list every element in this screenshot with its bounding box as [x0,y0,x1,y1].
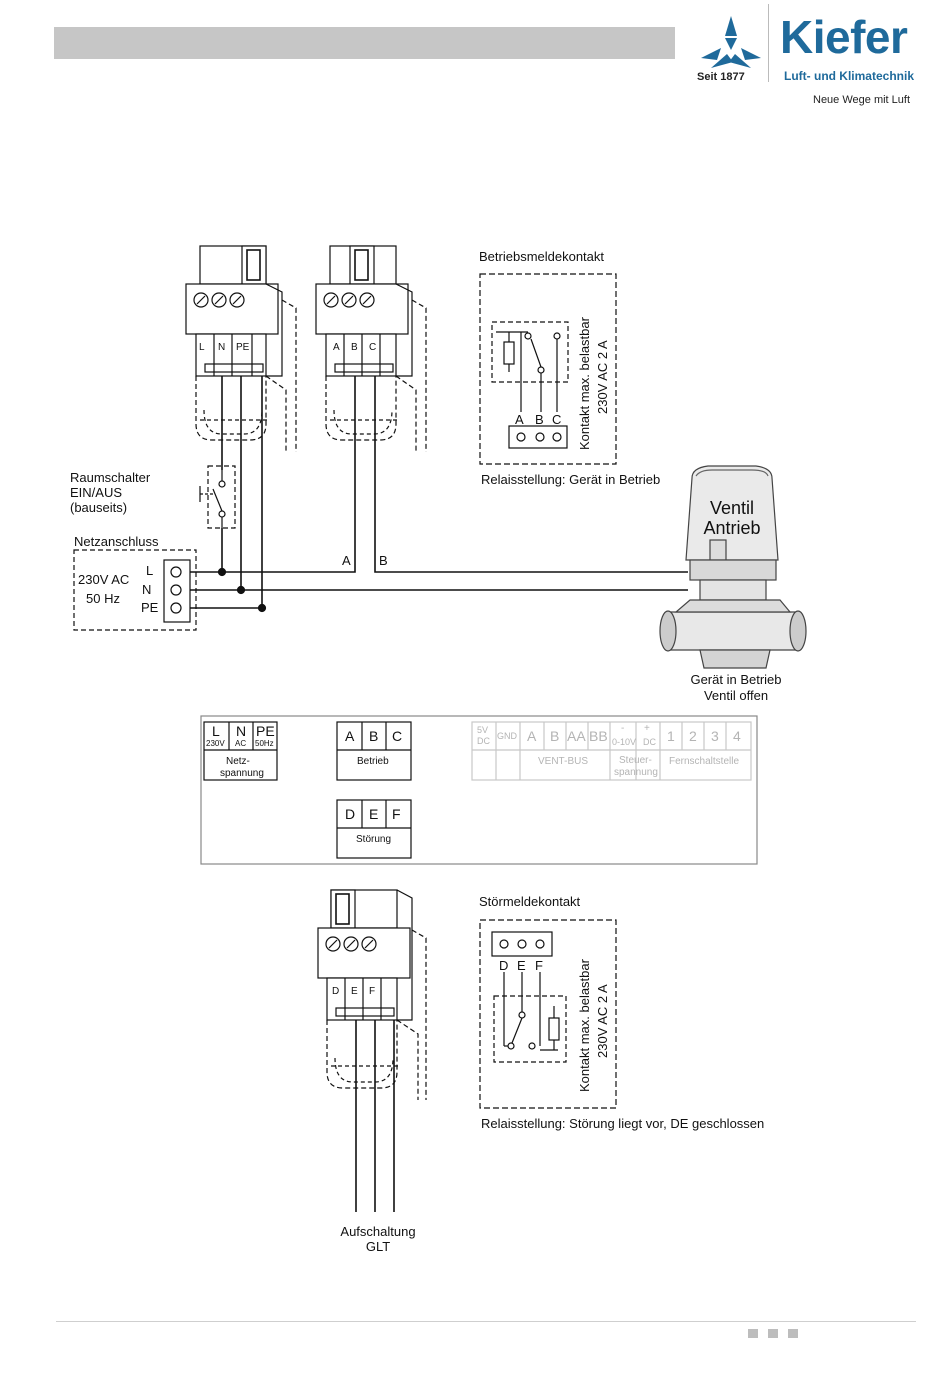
betrieb-relay-state: Relaisstellung: Gerät in Betrieb [481,472,661,487]
glt-line2: GLT [365,1239,391,1254]
room-switch [199,465,236,529]
room-switch-line3: (bauseits) [70,500,128,515]
logo-divider [768,4,769,82]
valve-line1: Ventil [709,498,755,518]
wire-b-label: B [379,553,388,568]
betrieb-board-label: Betrieb [357,756,389,767]
betrieb-rating-line1: Kontakt max. belastbar [577,317,592,450]
valve-actuator [659,465,807,669]
grey-b: B [550,728,560,744]
mains-terminal-l: L [146,563,154,578]
mains-box [73,549,197,631]
betrieb-head-a: A [345,728,355,744]
stoer-rating-line1: Kontakt max. belastbar [577,959,592,1092]
mains-title: Netzanschluss [74,534,159,549]
mains-voltage: 230V AC [78,572,130,587]
wire-a-label: A [342,553,351,568]
grey-steuer1: Steuer- [619,755,652,766]
betrieb-head-b: B [369,728,379,744]
betrieb-head-c: C [392,728,403,744]
netz-sub-230v: 230V [206,739,225,748]
grey-a: A [527,728,537,744]
grey-vent-bus: VENT-BUS [538,756,589,767]
netz-sub-ac: AC [235,739,247,748]
valve-line2: Antrieb [703,518,761,538]
connector-def [317,889,427,1100]
connector-abc [315,245,427,452]
connector-lnpe [185,245,297,452]
netz-label1: Netz- [226,756,250,767]
room-switch-line2: EIN/AUS [70,485,123,500]
footer-square-3 [788,1329,798,1338]
netz-label2: spannung [220,768,264,779]
mains-terminal-n: N [142,582,152,597]
grey-fern: Fernschaltstelle [669,756,740,767]
kiefer-logo-icon [701,16,761,68]
betrieb-terminal-c: C [552,412,562,427]
grey-5v: 5V [477,725,489,735]
netz-head-pe: PE [256,723,275,739]
grey-steuer2: spannung [614,767,658,778]
grey-aa: AA [567,728,586,744]
grey-minus: - [621,723,625,734]
valve-caption2: Ventil offen [703,688,769,703]
stoerung-head-f: F [392,806,401,822]
grey-dc: DC [477,736,490,746]
stoer-rating-line2: 230V AC 2 A [595,984,610,1058]
brand-name: Kiefer [780,11,908,63]
grey-dc2: DC [643,737,656,747]
grey-1: 1 [667,728,675,744]
header-bar [54,27,675,59]
stoerung-head-d: D [345,806,356,822]
netz-head-l: L [212,723,220,739]
betrieb-rating-line2: 230V AC 2 A [595,340,610,414]
stoer-terminal-e: E [517,958,526,973]
grey-gnd: GND [497,731,517,741]
stoer-terminal-f: F [535,958,543,973]
stoerung-board-label: Störung [356,834,392,845]
pin-pe-label: PE [236,342,250,353]
pin-c-label: C [369,342,377,353]
stoer-relay-state: Relaisstellung: Störung liegt vor, DE ge… [481,1116,765,1131]
grey-bb: BB [589,728,608,744]
footer-square-1 [748,1329,758,1338]
stoer-contact-title: Störmeldekontakt [479,894,581,909]
room-switch-line1: Raumschalter [70,470,151,485]
grey-plus: + [644,723,650,734]
valve-caption1: Gerät in Betrieb [690,672,782,687]
brand-slogan: Neue Wege mit Luft [813,94,911,106]
footer-rule [56,1321,916,1322]
mains-frequency: 50 Hz [86,591,120,606]
grey-2: 2 [689,728,697,744]
stoerung-head-e: E [369,806,379,822]
netz-head-n: N [236,723,247,739]
grey-4: 4 [733,728,741,744]
pin-f-label: F [369,986,376,997]
terminal-board [200,715,758,865]
betrieb-terminal-a: A [515,412,524,427]
pin-b-label: B [351,342,358,353]
footer-square-2 [768,1329,778,1338]
betrieb-contact-box [479,273,617,465]
pin-n-label: N [218,342,226,353]
brand-since: Seit 1877 [697,71,745,83]
betrieb-terminal-b: B [535,412,544,427]
pin-d-label: D [332,986,340,997]
brand-tagline: Luft- und Klimatechnik [784,69,914,83]
pin-e-label: E [351,986,358,997]
pin-l-label: L [199,342,205,353]
betrieb-contact-title: Betriebsmeldekontakt [479,249,605,264]
grey-3: 3 [711,728,719,744]
stoer-terminal-d: D [499,958,509,973]
pin-a-label: A [333,342,340,353]
mains-terminal-pe: PE [141,600,159,615]
netz-sub-50hz: 50Hz [255,739,274,748]
stoer-contact-box [479,919,617,1109]
grey-0-10v: 0-10V [612,737,637,747]
glt-line1: Aufschaltung [340,1224,416,1239]
